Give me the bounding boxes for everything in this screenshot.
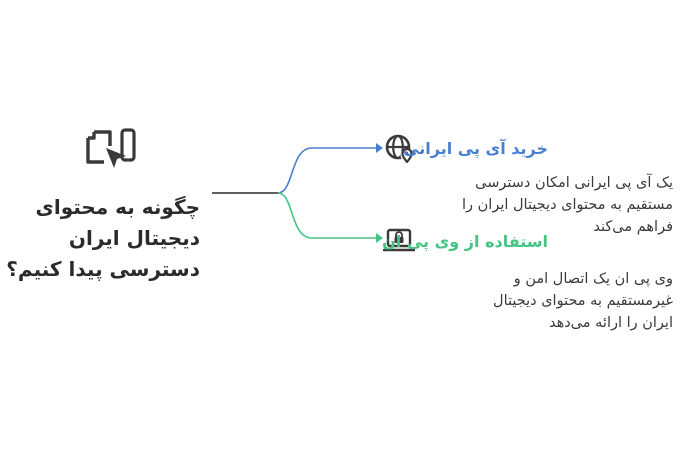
branch-arrowhead-2 (376, 233, 383, 243)
central-title: چگونه به محتوای دیجیتال ایران دسترسی پید… (6, 192, 200, 285)
branch-connector-1 (277, 147, 376, 194)
central-title-line: دسترسی پیدا کنیم؟ (6, 257, 200, 281)
description-line: فراهم می‌کند (593, 219, 673, 235)
branch-arrowhead-1 (376, 143, 383, 153)
branch-title-use-vpn: استفاده از وی پی ان (382, 232, 548, 251)
central-title-line: دیجیتال ایران (68, 226, 200, 250)
branch-title-buy-ip: خرید آی پی ایرانی (403, 139, 548, 158)
laptop-lock-icon (383, 227, 415, 257)
description-line: غیرمستقیم به محتوای دیجیتال (493, 293, 673, 309)
description-line: یک آی پی ایرانی امکان دسترسی (475, 175, 673, 191)
description-line: ایران را ارائه می‌دهد (548, 315, 673, 331)
branch-description-buy-ip: یک آی پی ایرانی امکان دسترسی مستقیم به م… (403, 172, 673, 238)
device-cursor-icon (84, 128, 136, 172)
central-title-line: چگونه به محتوای (35, 195, 200, 219)
branch-connector-2 (277, 192, 376, 239)
description-line: وی پی ان یک اتصال امن و (513, 271, 673, 287)
description-line: مستقیم به محتوای دیجیتال ایران را (462, 197, 673, 213)
globe-pin-icon (384, 133, 414, 163)
branch-description-use-vpn: وی پی ان یک اتصال امن و غیرمستقیم به محت… (403, 268, 673, 334)
